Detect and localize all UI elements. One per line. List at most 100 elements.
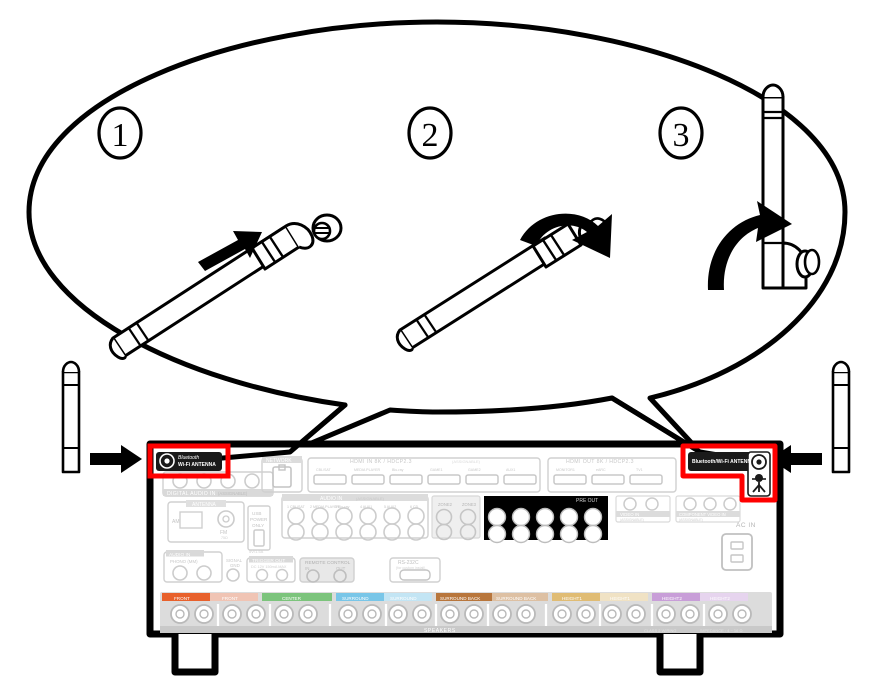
trigger-jack-1 bbox=[255, 568, 269, 582]
pre-out-jack-6 bbox=[487, 524, 507, 544]
label-sback-l: SURROUND BACK bbox=[496, 596, 537, 601]
trigger-title: TRIGGER OUT bbox=[252, 558, 285, 564]
hdmi-in-port-6 bbox=[503, 474, 537, 485]
digital-audio-in-title: DIGITAL AUDIO IN bbox=[167, 491, 216, 497]
post-hole bbox=[581, 609, 591, 619]
post-hole bbox=[557, 609, 567, 619]
right-connector-plate bbox=[688, 452, 754, 471]
left-antenna-body bbox=[61, 370, 81, 474]
post-hole bbox=[393, 609, 403, 619]
audio-in-jack-3r bbox=[335, 523, 353, 541]
post-hole bbox=[469, 609, 479, 619]
antenna-title-bar bbox=[186, 500, 226, 507]
phono-title: AUDIO IN bbox=[169, 552, 191, 558]
speaker-header-labels: FRONT FRONT CENTER SURROUND SURROUND SUR… bbox=[174, 596, 730, 601]
step-1-connector-end bbox=[285, 222, 315, 250]
step-1-terminal-thread bbox=[312, 221, 332, 241]
label-sback-r: SURROUND BACK bbox=[440, 596, 481, 601]
pre-out-jack-8 bbox=[535, 524, 555, 544]
right-coax-pin bbox=[756, 459, 762, 465]
trigger-sub: DC 12V 150mA MAX bbox=[251, 565, 287, 569]
post-pair-sback-l bbox=[492, 604, 536, 624]
pre-out-jack-10 bbox=[583, 524, 603, 544]
audio-in-jacks bbox=[287, 507, 425, 541]
audio-in-title-bar bbox=[282, 494, 428, 501]
phono-l-jack bbox=[172, 565, 188, 581]
pre-out-jacks bbox=[487, 507, 603, 544]
video-in-sub: (ASSIGNABLE) bbox=[620, 518, 644, 522]
right-antenna-connector[interactable]: Bluetooth/Wi-Fi ANTENNA bbox=[680, 443, 778, 503]
header-front-r bbox=[162, 593, 210, 601]
video-in-section: VIDEO IN (ASSIGNABLE) bbox=[615, 495, 671, 523]
usb-label-1: USB bbox=[252, 511, 261, 516]
step-2-collar-line-b bbox=[549, 234, 566, 256]
post-hole bbox=[227, 609, 237, 619]
right-antenna-body bbox=[831, 370, 851, 474]
hdmi-out-port-3 bbox=[629, 474, 663, 485]
ac-inlet bbox=[721, 533, 753, 571]
hdmi-out-frame bbox=[547, 457, 677, 493]
header-surround-r bbox=[336, 593, 384, 601]
audio-in-jack-4r bbox=[359, 523, 377, 541]
usb-power-section: USB POWER ONLY 5V/1.5A bbox=[247, 505, 271, 554]
component-sub: (ASSIGNABLE) bbox=[679, 518, 703, 522]
post-hole bbox=[685, 609, 695, 619]
post-hole bbox=[661, 609, 671, 619]
rs232c-port bbox=[399, 569, 431, 581]
video-in-title: VIDEO IN bbox=[620, 512, 639, 517]
remote-out-jack bbox=[333, 569, 347, 583]
signal-gnd-label-2: GND bbox=[230, 563, 240, 568]
label-height1-r: HEIGHT1 bbox=[562, 596, 582, 601]
speaker-terminal-block: FRONT FRONT CENTER SURROUND SURROUND SUR… bbox=[160, 592, 772, 634]
left-arrow-icon bbox=[90, 445, 142, 473]
antenna-icon-leg-l bbox=[752, 484, 760, 493]
label-height2-r: HEIGHT2 bbox=[662, 596, 682, 601]
label-height1-l: HEIGHT1 bbox=[610, 596, 630, 601]
step-3-badge-ring bbox=[658, 106, 704, 160]
header-height2-r bbox=[652, 593, 700, 601]
post-hole bbox=[607, 609, 617, 619]
video-in-jack-2 bbox=[645, 497, 659, 511]
left-antenna-tip bbox=[61, 360, 81, 373]
hdmi-in-port-labels: CBL/SAT MEDIA PLAYER Blu-ray GAME1 GAME2… bbox=[316, 468, 515, 472]
audio-in-label-5: 5 AUX2 bbox=[384, 505, 396, 509]
step-1-group: 1 bbox=[97, 106, 343, 361]
remote-out-label: OUT bbox=[336, 566, 346, 571]
zone2-jack-r bbox=[435, 523, 453, 541]
video-in-jack-1 bbox=[623, 497, 637, 511]
chassis-foot-right bbox=[656, 634, 704, 676]
digital-audio-in-title-bar bbox=[163, 489, 273, 496]
post-pair-front-l bbox=[222, 604, 266, 624]
step-1-antenna bbox=[108, 222, 315, 361]
signal-gnd-label-1: SIGNAL bbox=[226, 558, 243, 563]
post-hole bbox=[251, 609, 261, 619]
trigger-out-section: TRIGGER OUT DC 12V 150mA MAX bbox=[246, 556, 296, 583]
left-antenna-connector[interactable]: Bluetooth Wi-Fi ANTENNA bbox=[147, 443, 231, 479]
speaker-color-headers bbox=[162, 593, 748, 601]
label-front-l: FRONT bbox=[222, 596, 238, 601]
fm-coax-port bbox=[217, 510, 235, 528]
am-label: AM bbox=[172, 519, 180, 525]
hdmi-out-label-3: TV1 bbox=[636, 468, 643, 472]
hdmi-out-port-2 bbox=[591, 474, 625, 485]
hdmi-in-label-1: CBL/SAT bbox=[316, 468, 332, 472]
header-height2-l bbox=[700, 593, 748, 601]
antenna-icon-base bbox=[755, 474, 763, 482]
video-in-frame bbox=[615, 495, 671, 523]
post-hole bbox=[713, 609, 723, 619]
step-1-collar-line-b bbox=[268, 236, 285, 258]
step-3-connector-end bbox=[803, 248, 821, 276]
rs232c-title: RS-232C bbox=[398, 560, 419, 566]
network-section: NETWORK bbox=[261, 456, 303, 493]
pre-out-jack-5 bbox=[583, 507, 603, 527]
hdmi-out-label-2: eARC bbox=[596, 468, 606, 472]
audio-in-section: AUDIO IN (ASSIGNABLE) 1 CBL/SAT 2 MEDIA … bbox=[281, 494, 429, 541]
fm-coax-pin bbox=[222, 515, 230, 523]
post-hole bbox=[367, 609, 377, 619]
fm-ohm-label: 75Ω bbox=[221, 536, 228, 540]
step-2-badge-ring bbox=[407, 106, 453, 160]
rs232c-frame bbox=[389, 557, 441, 583]
audio-in-label-3: 3 Blu-ray bbox=[335, 505, 350, 509]
post-hole bbox=[737, 609, 747, 619]
